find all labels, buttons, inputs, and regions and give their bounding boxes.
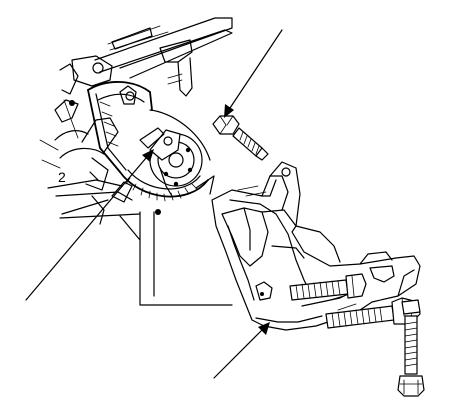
left-leader-arrow [25,149,154,301]
crankshaft-ring-gear [111,127,215,215]
side-bolt-upper [289,273,367,301]
upper-frame-member [59,17,233,139]
engine-mount-bracket [211,161,421,331]
reference-box-lines [139,211,233,306]
upper-mounting-bolt [212,115,269,161]
timing-belt-cover [87,81,211,173]
upper-bolt-arrow [224,29,283,118]
part-number-2-label: 2 [58,169,66,185]
vertical-mounting-bolt [397,299,425,397]
left-engine-area [39,99,141,241]
lower-leader-arrow [213,322,270,379]
